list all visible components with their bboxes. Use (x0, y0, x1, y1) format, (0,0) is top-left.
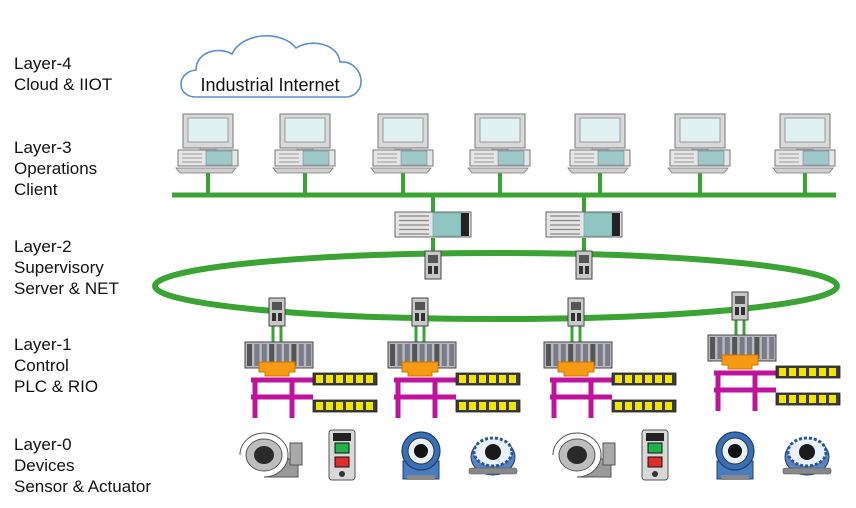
layer-1-label: Layer-1 Control PLC & RIO (14, 334, 98, 397)
remote-io-module-icon (312, 399, 378, 413)
remote-io-module-icon (611, 372, 677, 386)
layer-3-title: Layer-3 (14, 138, 72, 157)
remote-io-module-icon (611, 399, 677, 413)
layer-4-title: Layer-4 (14, 54, 72, 73)
ring-network (152, 250, 840, 322)
layer-3-desc-2: Client (14, 180, 58, 199)
workstation-icon (772, 113, 836, 195)
pressure-transmitter-icon (715, 431, 755, 480)
cloud-icon: Industrial Internet (180, 35, 362, 98)
workstation-icon (272, 113, 336, 195)
network-switch-icon (424, 250, 442, 280)
layer-2-desc-2: Server & NET (14, 279, 119, 298)
layer-0-title: Layer-0 (14, 435, 72, 454)
plc-controller-icon (244, 297, 378, 418)
layer-2-label: Layer-2 Supervisory Server & NET (14, 236, 119, 299)
layer-4-label: Layer-4 Cloud & IIOT (14, 53, 112, 95)
plc-controller-icon (707, 291, 841, 411)
layer-3-desc-1: Operations (14, 159, 98, 178)
network-switch-icon (567, 297, 585, 327)
network-switch-icon (731, 291, 749, 321)
cloud-label: Industrial Internet (200, 75, 339, 95)
layer-3-label: Layer-3 Operations Client (14, 137, 97, 200)
remote-io-module-icon (312, 372, 378, 386)
pump-icon (552, 432, 616, 478)
server-icon (394, 195, 472, 280)
workstation-icon (175, 113, 239, 195)
workstation-icon (467, 113, 531, 195)
flow-meter-icon (782, 436, 832, 476)
layer-2-title: Layer-2 (14, 237, 72, 256)
network-switch-icon (411, 297, 429, 327)
remote-io-module-icon (455, 399, 521, 413)
pressure-transmitter-icon (401, 431, 441, 480)
plc-controller-icon (387, 297, 521, 418)
layer-2-desc-1: Supervisory (14, 258, 104, 277)
remote-io-module-icon (455, 372, 521, 386)
layer-4-desc: Cloud & IIOT (14, 75, 113, 94)
network-switch-icon (575, 250, 593, 280)
push-button-station-icon (641, 429, 669, 481)
push-button-station-icon (328, 429, 356, 481)
flow-meter-icon (468, 436, 518, 476)
workstation-icon (667, 113, 731, 195)
remote-io-module-icon (775, 392, 841, 406)
layer-1-desc-1: Control (14, 356, 69, 375)
network-switch-icon (268, 297, 286, 327)
remote-io-module-icon (775, 365, 841, 379)
workstation-icon (370, 113, 434, 195)
server-icon (545, 195, 623, 280)
workstation-icon (567, 113, 631, 195)
pump-icon (239, 432, 303, 478)
layer-1-title: Layer-1 (14, 335, 72, 354)
layer-1-desc-2: PLC & RIO (14, 377, 99, 396)
layer-0-label: Layer-0 Devices Sensor & Actuator (14, 434, 151, 497)
layer-0-desc-2: Sensor & Actuator (14, 477, 152, 496)
plc-controller-icon (543, 297, 677, 418)
layer-0-desc-1: Devices (14, 456, 75, 475)
